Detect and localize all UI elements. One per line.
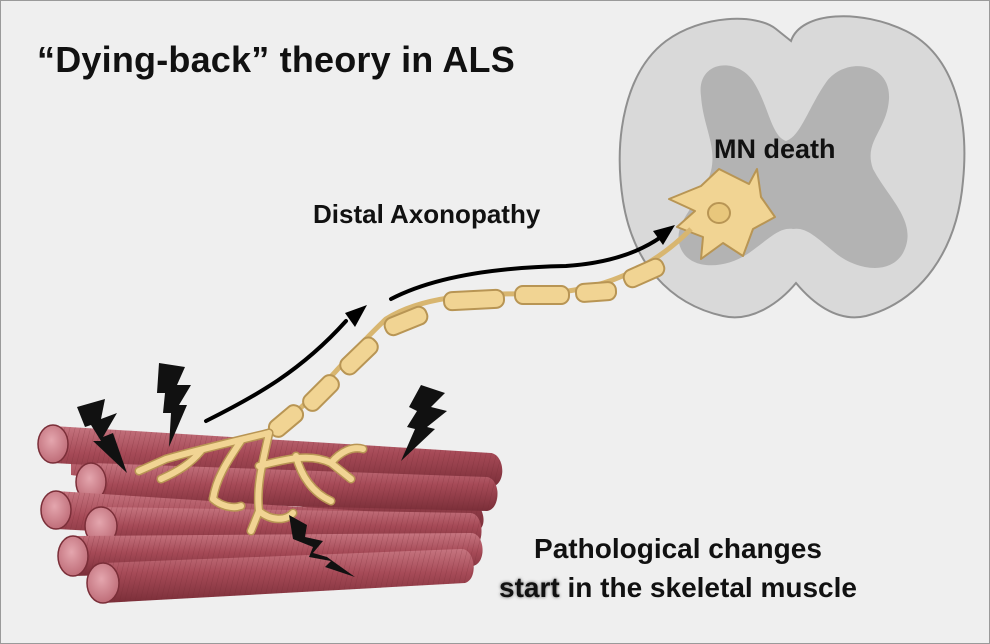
- myelin-segments: [267, 257, 666, 438]
- caption-emphasis: start: [499, 572, 560, 604]
- muscle-fiber-bottom: [86, 548, 474, 604]
- caption-line-2-rest: in the skeletal muscle: [559, 572, 857, 604]
- spinal-cord-icon: [618, 15, 966, 319]
- caption-line-1: Pathological changes: [534, 533, 822, 564]
- muscle-fiber-mid: [75, 462, 498, 511]
- lightning-bolt-icon: [289, 515, 355, 577]
- muscle-fiber-upper: [37, 424, 503, 487]
- myelinated-axon-icon: [267, 227, 693, 438]
- caption-line-2: start in the skeletal muscle: [499, 568, 857, 607]
- arrow-lower-head: [345, 305, 367, 327]
- lightning-bolt-icon: [157, 363, 191, 447]
- caption: Pathological changes start in the skelet…: [499, 529, 857, 607]
- motor-neuron-nucleus: [707, 202, 731, 224]
- mn-death-label: MN death: [714, 134, 836, 164]
- arrow-upper-head: [653, 225, 675, 245]
- arrow-upper-shaft: [389, 235, 663, 301]
- motor-neuron-icon: [668, 168, 776, 260]
- lightning-bolt-icon: [77, 399, 127, 473]
- distal-axonopathy-label: Distal Axonopathy: [313, 199, 541, 229]
- axon-core: [267, 227, 693, 436]
- lightning-bolt-icon: [401, 385, 447, 461]
- lightning-bolts: [77, 363, 447, 577]
- retrograde-arrow-icon: [204, 225, 675, 423]
- neuromuscular-junction: [134, 428, 368, 536]
- arrow-lower-shaft: [204, 319, 348, 423]
- diagram-title: “Dying-back” theory in ALS: [37, 39, 515, 80]
